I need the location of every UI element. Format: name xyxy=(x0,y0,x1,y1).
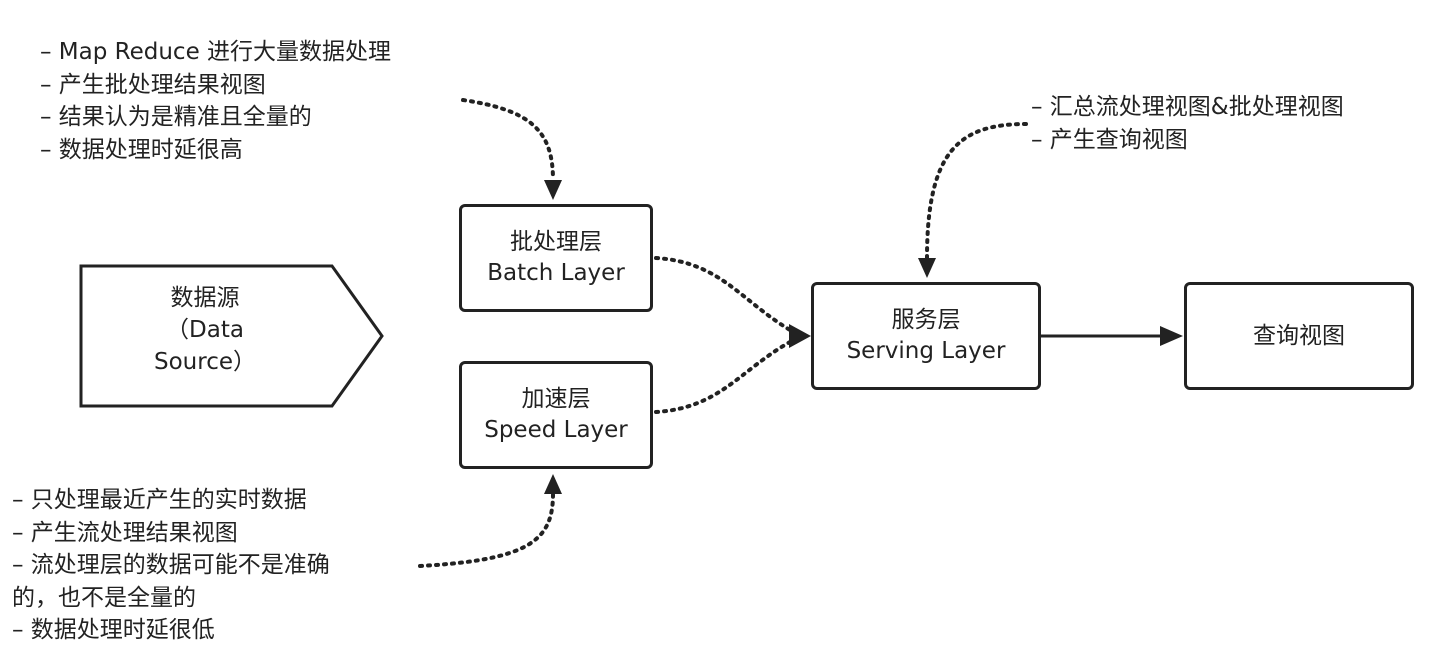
connector-serving-note-to-serving-layer xyxy=(925,122,1028,260)
batch-layer-title-cn: 批处理层 xyxy=(510,229,602,255)
data-source-line-2: （Data xyxy=(166,317,244,343)
speed-note-line-2: – 产生流处理结果视图 xyxy=(12,519,238,546)
batch-layer-node: 批处理层 Batch Layer xyxy=(459,204,653,312)
arrowhead-serving-layer-left xyxy=(789,324,811,348)
serving-layer-note: – 汇总流处理视图&批处理视图 – 产生查询视图 xyxy=(1031,91,1344,156)
data-source-label: 数据源 （Data Source） xyxy=(80,282,330,378)
serving-layer-title-cn: 服务层 xyxy=(891,307,961,333)
batch-layer-title-en: Batch Layer xyxy=(487,260,625,286)
speed-layer-note: – 只处理最近产生的实时数据 – 产生流处理结果视图 – 流处理层的数据可能不是… xyxy=(12,484,330,647)
speed-note-line-1: – 只处理最近产生的实时数据 xyxy=(12,487,307,513)
speed-layer-title-en: Speed Layer xyxy=(484,417,628,443)
query-view-title: 查询视图 xyxy=(1253,322,1345,349)
batch-note-line-2: – 产生批处理结果视图 xyxy=(40,71,266,98)
connector-speed-note-to-speed-layer xyxy=(418,492,555,568)
speed-note-line-5: – 数据处理时延很低 xyxy=(12,617,215,643)
arrowhead-batch-layer-top xyxy=(544,180,562,200)
query-view-node: 查询视图 xyxy=(1184,282,1414,390)
connector-batch-note-to-batch-layer xyxy=(461,98,555,182)
batch-note-line-3: – 结果认为是精准且全量的 xyxy=(40,104,312,130)
serving-note-line-2: – 产生查询视图 xyxy=(1031,126,1188,153)
connector-speed-to-serving xyxy=(654,340,792,414)
arrowhead-speed-layer-bottom xyxy=(544,474,562,494)
serving-note-line-1: – 汇总流处理视图&批处理视图 xyxy=(1031,94,1344,120)
batch-note-line-1: – Map Reduce 进行大量数据处理 xyxy=(40,39,392,65)
speed-layer-title-cn: 加速层 xyxy=(521,386,591,412)
serving-layer-title-en: Serving Layer xyxy=(846,338,1006,364)
data-source-line-3: Source） xyxy=(154,349,256,375)
speed-note-line-4: 的，也不是全量的 xyxy=(12,584,196,611)
speed-note-line-3: – 流处理层的数据可能不是准确 xyxy=(12,552,330,578)
data-source-shape xyxy=(79,264,384,408)
batch-layer-note: – Map Reduce 进行大量数据处理 – 产生批处理结果视图 – 结果认为… xyxy=(40,36,391,166)
arrowhead-query-view-left xyxy=(1160,326,1183,346)
batch-note-line-4: – 数据处理时延很高 xyxy=(40,136,243,163)
serving-layer-node: 服务层 Serving Layer xyxy=(811,282,1041,390)
connector-batch-to-serving xyxy=(654,256,792,332)
speed-layer-node: 加速层 Speed Layer xyxy=(459,361,653,469)
arrowhead-serving-layer-top xyxy=(918,258,936,278)
data-source-line-1: 数据源 xyxy=(170,285,240,311)
